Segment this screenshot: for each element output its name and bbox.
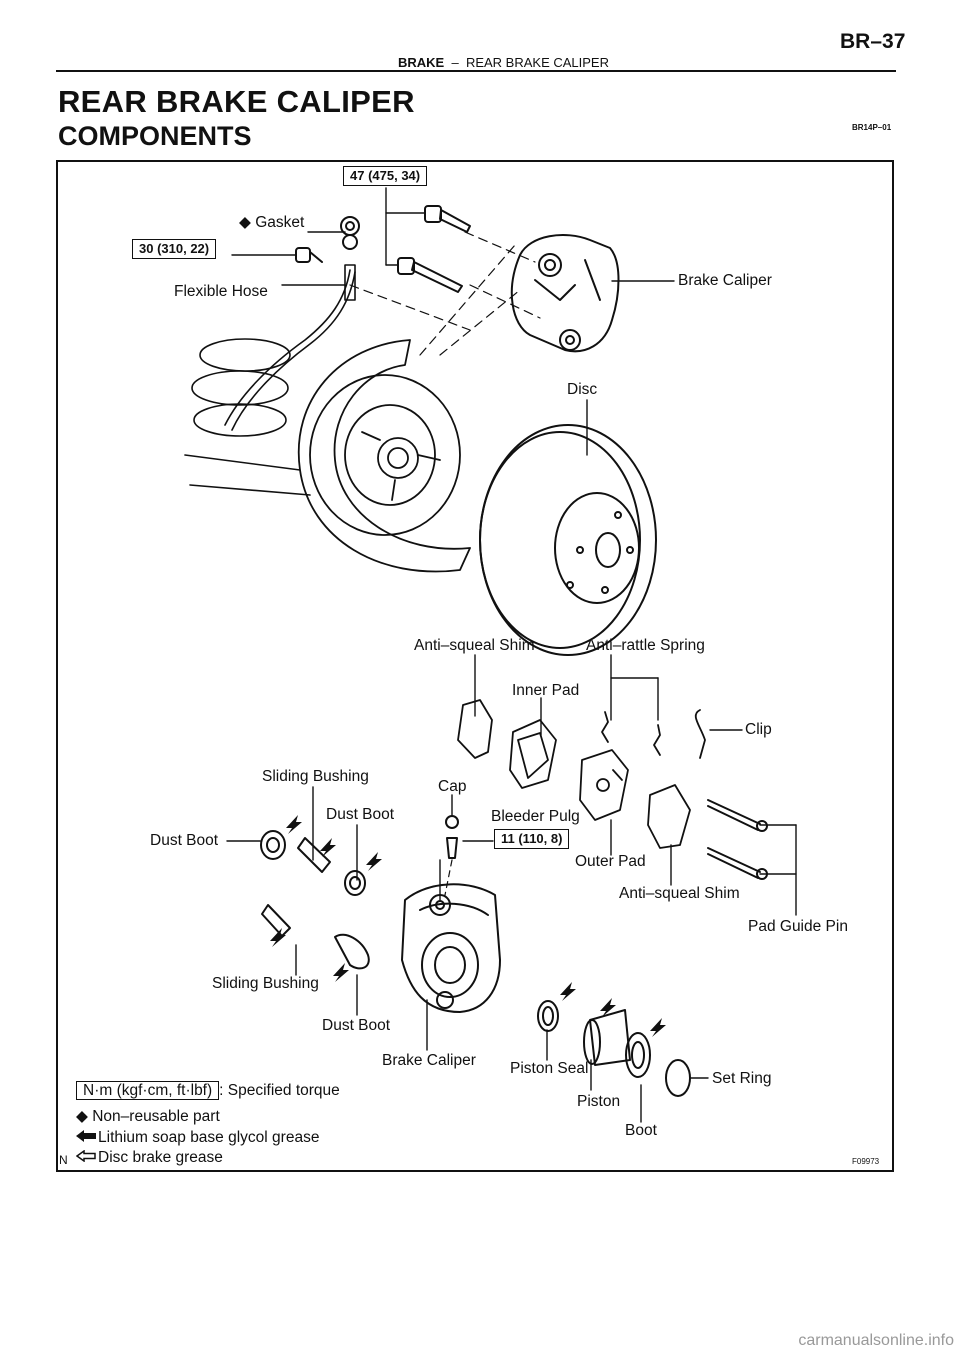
- label-cap: Cap: [438, 778, 467, 795]
- label-anti-rattle-spring: Anti–rattle Spring: [586, 637, 705, 654]
- assembly-dashes: [349, 231, 541, 356]
- torque-box-bleeder-plug: 11 (110, 8): [494, 829, 570, 849]
- disc-shape: [479, 424, 657, 656]
- label-dust-boot-top: Dust Boot: [326, 806, 395, 823]
- watermark: carmanualsonline.info: [798, 1332, 954, 1349]
- page-title: REAR BRAKE CALIPER: [58, 84, 415, 119]
- hose-and-spring: [184, 264, 356, 496]
- label-boot: Boot: [625, 1122, 657, 1139]
- pads-and-shims: [457, 699, 706, 849]
- torque-box-hose-bolt: 30 (310, 22): [132, 239, 217, 259]
- label-inner-pad: Inner Pad: [512, 682, 580, 699]
- label-piston-seal: Piston Seal: [510, 1060, 589, 1077]
- page-number: BR–37: [840, 30, 906, 53]
- bushings-and-boots: [260, 830, 370, 970]
- running-header: BRAKE – REAR BRAKE CALIPER: [398, 55, 609, 70]
- legend-non-reusable: ◆ Non–reusable part: [76, 1108, 220, 1125]
- label-piston: Piston: [577, 1093, 621, 1110]
- legend-disc-grease-text: Disc brake grease: [98, 1149, 223, 1166]
- backing-plate-and-hub: [297, 339, 471, 573]
- cap-and-bleeder: [444, 815, 459, 896]
- header-rule: [56, 70, 896, 72]
- figure-code: F09973: [852, 1157, 880, 1166]
- disc-grease-arrow-icon: [75, 1149, 98, 1167]
- legend-disc-grease: Disc brake grease: [75, 1149, 223, 1167]
- torque-box-caliper-bolt: 47 (475, 34): [343, 166, 428, 186]
- running-header-separator: –: [451, 55, 459, 70]
- label-sliding-bushing-top: Sliding Bushing: [262, 768, 369, 785]
- label-anti-squeal-shim-top: Anti–squeal Shim: [414, 637, 535, 654]
- figure-frame: [56, 160, 894, 1172]
- upper-caliper-shape: [510, 234, 620, 353]
- corner-mark: N: [59, 1153, 68, 1167]
- page-subtitle: COMPONENTS: [58, 121, 252, 151]
- pad-guide-pins: [707, 799, 768, 880]
- label-gasket: ◆ Gasket: [239, 214, 305, 231]
- legend-lithium-grease-text: Lithium soap base glycol grease: [98, 1129, 320, 1146]
- running-header-section: BRAKE: [398, 55, 445, 70]
- label-dust-boot-bottom: Dust Boot: [322, 1017, 391, 1034]
- label-anti-squeal-shim-bottom: Anti–squeal Shim: [619, 885, 740, 902]
- label-bleeder-plug: Bleeder Pulg: [491, 808, 580, 825]
- label-disc: Disc: [567, 381, 598, 398]
- label-dust-boot-left: Dust Boot: [150, 832, 219, 849]
- legend-torque: N·m (kgf·cm, ft·lbf): Specified torque: [76, 1081, 340, 1100]
- label-pad-guide-pin: Pad Guide Pin: [748, 918, 848, 935]
- label-clip: Clip: [745, 721, 772, 738]
- piston-group: [537, 1000, 691, 1097]
- legend-torque-desc: : Specified torque: [219, 1082, 340, 1099]
- legend-lithium-grease: Lithium soap base glycol grease: [76, 1129, 319, 1147]
- grease-arrows: [270, 815, 666, 1037]
- document-code: BR14P–01: [852, 123, 892, 132]
- label-sliding-bushing-bottom: Sliding Bushing: [212, 975, 319, 992]
- label-brake-caliper-top: Brake Caliper: [678, 272, 772, 289]
- label-set-ring: Set Ring: [712, 1070, 772, 1087]
- label-brake-caliper-bottom: Brake Caliper: [382, 1052, 476, 1069]
- legend-torque-unit: N·m (kgf·cm, ft·lbf): [76, 1081, 220, 1100]
- running-header-subsection: REAR BRAKE CALIPER: [465, 55, 609, 70]
- lower-caliper-shape: [401, 883, 501, 1013]
- gasket-shape: [340, 216, 360, 250]
- caliper-bolts: [295, 205, 471, 293]
- label-outer-pad: Outer Pad: [575, 853, 646, 870]
- label-flexible-hose: Flexible Hose: [174, 283, 268, 300]
- lithium-grease-arrow-icon: [76, 1129, 98, 1147]
- leader-lines: [226, 187, 797, 1123]
